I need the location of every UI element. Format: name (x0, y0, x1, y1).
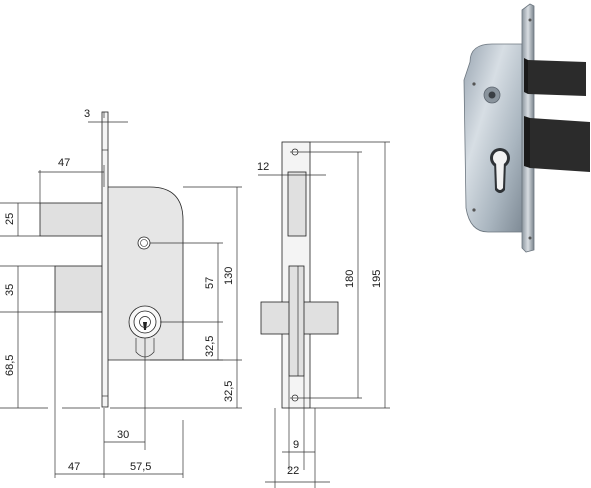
lock-case (104, 186, 184, 361)
dim-backset-top: 47 (58, 157, 70, 169)
dim-cylinder-backset: 30 (117, 429, 129, 441)
front-plate (101, 111, 109, 408)
lower-bolt (54, 265, 104, 313)
dim-backset-bottom: 47 (68, 461, 80, 473)
dim-case-height: 130 (223, 267, 235, 285)
front-view: 3 47 25 35 68,5 57 130 32,5 32,5 30 47 5… (0, 108, 242, 478)
faceplate-view: 12 180 195 9 22 (257, 141, 390, 488)
dim-base-to-cylinder: 32,5 (223, 381, 235, 402)
dim-case-depth: 57,5 (130, 461, 151, 473)
dim-faceplate-width: 22 (287, 465, 299, 477)
dim-spindle-to-cylinder: 57 (204, 277, 216, 289)
dim-front-plate-thickness: 3 (84, 108, 90, 120)
dim-faceplate-inset: 12 (257, 161, 269, 173)
dim-cylinder-offset: 32,5 (204, 336, 216, 357)
upper-bolt (39, 202, 104, 237)
dim-bolt-gap: 35 (4, 284, 16, 296)
keyhole-icon (143, 322, 147, 330)
dim-bolt-upper-height: 25 (4, 213, 16, 225)
lock-product-image (463, 3, 590, 253)
dim-screw-spacing: 180 (344, 270, 356, 288)
dim-faceplate-length: 195 (371, 270, 383, 288)
dim-lower-to-base: 68,5 (4, 355, 16, 376)
dim-forend-width: 9 (293, 439, 299, 451)
